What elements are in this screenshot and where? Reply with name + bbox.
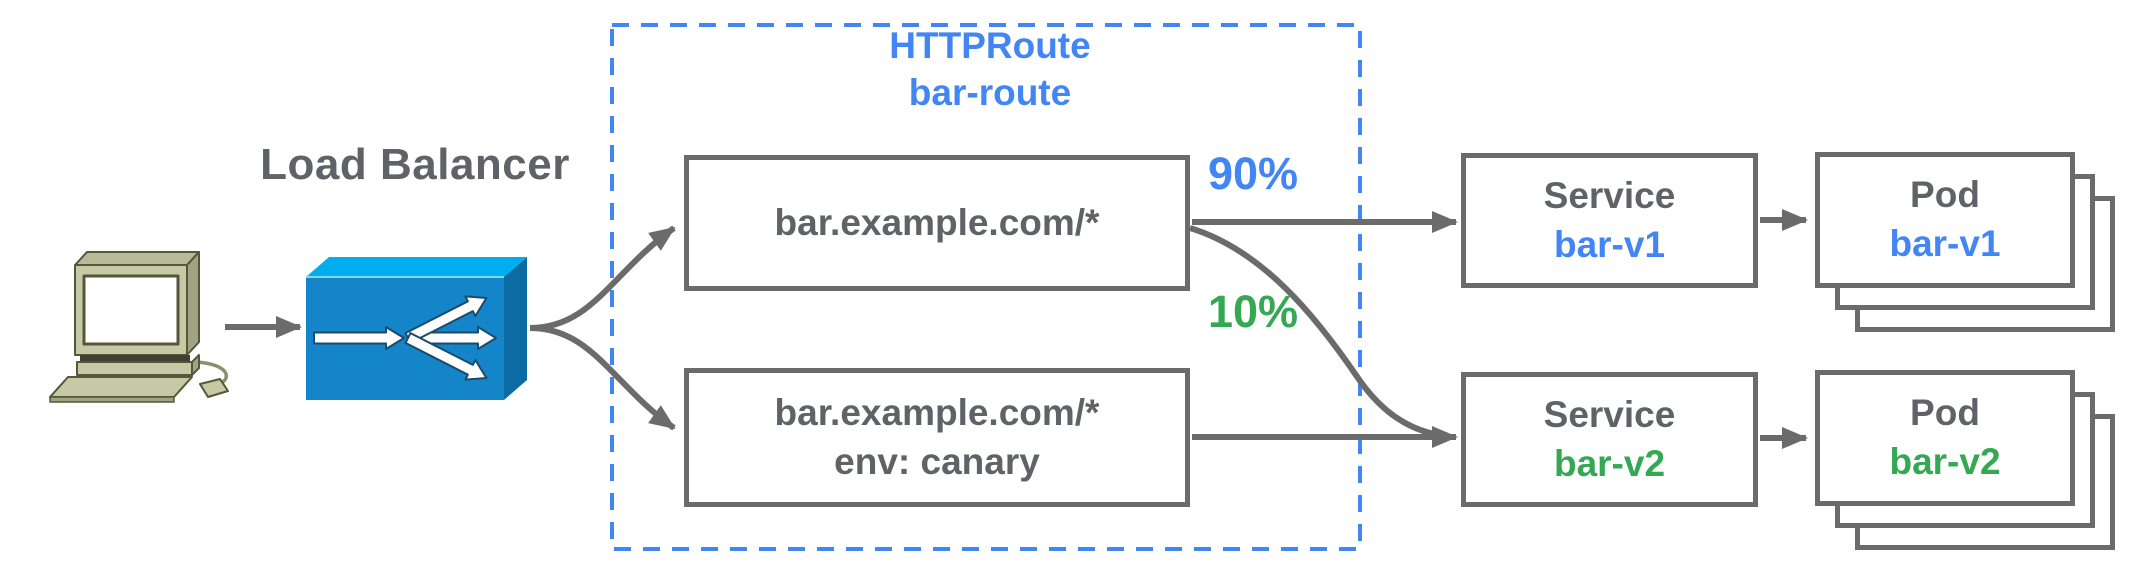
route-rule-canary-header: env: canary xyxy=(834,440,1040,482)
route-rule-canary-box: bar.example.com/* env: canary xyxy=(684,368,1190,507)
arrow-loadbalancer-to-rule-primary xyxy=(529,225,676,331)
pod-name-label: bar-v1 xyxy=(1889,223,2001,264)
pod-kind-label: Pod xyxy=(1910,174,1980,216)
route-rule-primary-box: bar.example.com/* xyxy=(684,155,1190,291)
pod-name-label: bar-v2 xyxy=(1889,441,2001,482)
httproute-title: HTTPRoute bar-route xyxy=(840,22,1140,117)
httproute-name-label: bar-route xyxy=(908,72,1072,114)
route-rule-canary-match: bar.example.com/* xyxy=(774,391,1100,433)
load-balancer-split-arrows-icon xyxy=(313,295,497,381)
pod-stack-bar-v1: Pod bar-v1 xyxy=(1815,152,2120,337)
pod-stack-bar-v2: Pod bar-v2 xyxy=(1815,370,2120,555)
weight-canary-label: 10% xyxy=(1207,286,1299,337)
load-balancer-icon xyxy=(306,257,527,400)
service-bar-v1-box: Service bar-v1 xyxy=(1461,153,1758,288)
service-name-label: bar-v1 xyxy=(1553,223,1666,265)
service-bar-v2-box: Service bar-v2 xyxy=(1461,372,1758,507)
service-name-label: bar-v2 xyxy=(1553,442,1666,484)
pod-kind-label: Pod xyxy=(1910,392,1980,434)
desktop-computer-icon xyxy=(49,251,229,403)
httproute-kind-label: HTTPRoute xyxy=(889,25,1091,66)
pod-card-front: Pod bar-v1 xyxy=(1815,152,2075,288)
pod-card-front: Pod bar-v2 xyxy=(1815,370,2075,506)
route-rule-primary-match: bar.example.com/* xyxy=(774,201,1100,243)
arrow-loadbalancer-to-rule-canary xyxy=(529,325,676,431)
load-balancer-label: Load Balancer xyxy=(260,140,570,189)
service-kind-label: Service xyxy=(1543,174,1676,216)
weight-primary-label: 90% xyxy=(1207,148,1299,199)
curve-rule-primary-to-service-v2 xyxy=(1189,225,1449,439)
service-kind-label: Service xyxy=(1543,393,1676,435)
